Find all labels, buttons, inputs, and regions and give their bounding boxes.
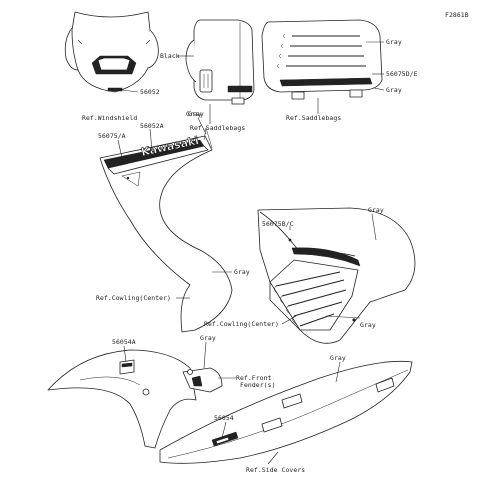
- leader-ref-side-covers: [267, 451, 279, 465]
- leader-gray-right-bottom: [325, 315, 361, 319]
- label-gray-cowl-right-bottom: Gray: [360, 321, 376, 329]
- label-ref-saddlebags-2: Ref.Saddlebags: [286, 114, 341, 122]
- label-gray-fender: Gray: [200, 334, 216, 342]
- label-gray-saddle-front: Gray: [186, 110, 202, 118]
- saddlebag-side-part: [185, 19, 255, 105]
- label-56052: 56052: [140, 88, 160, 96]
- leader-56075a: [117, 139, 123, 159]
- leader-56052: [121, 89, 139, 93]
- label-ref-front-fender-2: Fender(s): [240, 381, 276, 389]
- windshield-part: [64, 11, 159, 93]
- leader-gray-right-top: [371, 213, 377, 241]
- figure-id: F2861B: [445, 11, 469, 19]
- leader-gray-cowl-center: [197, 117, 207, 135]
- cowling-right-part: [257, 207, 416, 344]
- label-56054a: 56054A: [112, 338, 136, 346]
- label-ref-cowling-center-2: Ref.Cowling(Center): [204, 320, 279, 328]
- label-gray-cowl-center: Gray: [188, 110, 204, 118]
- label-ref-saddlebags-1: Ref.Saddlebags: [190, 124, 245, 132]
- label-56075de: 56075D/E: [386, 70, 418, 78]
- leader-56052a: [149, 128, 153, 151]
- label-gray-side-cover: Gray: [330, 354, 346, 362]
- leader-gray-side-cover: [335, 361, 341, 383]
- leader-gray-saddle-bottom: [373, 87, 385, 91]
- label-ref-front-fender-1: Ref.Front: [236, 374, 272, 382]
- side-cover-part: [159, 360, 413, 464]
- label-56054: 56054: [214, 414, 234, 422]
- leader-ref-cowling-2: [281, 315, 297, 325]
- label-gray-cowl-right-top: Gray: [368, 206, 384, 214]
- label-black: Black: [160, 52, 180, 60]
- label-56075bc: 56075B/C: [262, 220, 294, 228]
- leader-56054a: [123, 345, 127, 363]
- label-56075a: 56075/A: [98, 132, 126, 140]
- label-ref-side-covers: Ref.Side Covers: [246, 466, 305, 474]
- label-56052a: 56052A: [140, 122, 164, 130]
- saddlebag-lid-part: [261, 19, 383, 100]
- label-gray-saddle-side: Gray: [386, 38, 402, 46]
- label-gray-saddle-bottom: Gray: [386, 86, 402, 94]
- leader-gray-fender: [203, 341, 207, 369]
- label-ref-cowling-center-1: Ref.Cowling(Center): [96, 294, 171, 302]
- label-ref-windshield: Ref.Windshield: [82, 114, 137, 122]
- leader-56054: [221, 421, 227, 439]
- front-fender-part: [47, 349, 223, 449]
- label-gray-cowl-center-2: Gray: [234, 268, 250, 276]
